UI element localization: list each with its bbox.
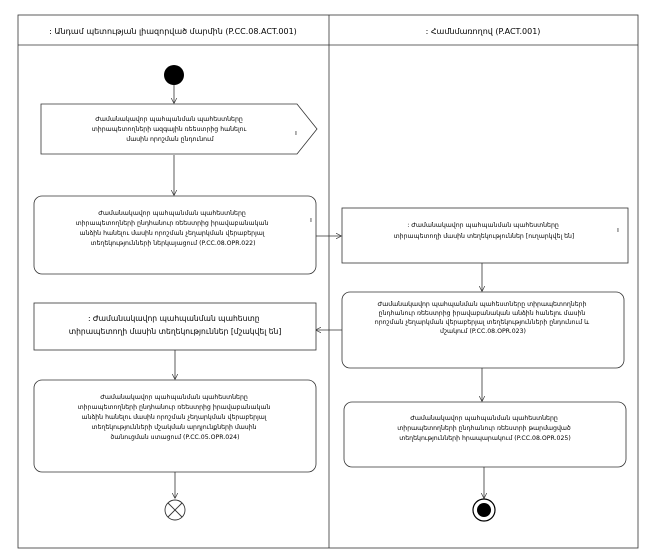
send-signal-action	[40, 103, 318, 155]
left-process-1-tick: ı	[310, 216, 312, 224]
right-process-1	[341, 291, 625, 369]
right-receive-1-tick: ı	[617, 226, 619, 234]
left-process-1	[33, 195, 317, 275]
right-receive-1-label: : Ժամանակավոր պահպանման պահեստները տիրապ…	[394, 222, 575, 240]
left-process-2-label: Ժամանակավոր պահպանման պահեստները տիրապետ…	[78, 394, 273, 441]
left-process-2	[33, 379, 317, 473]
right-process-2-label: Ժամանակավոր պահպանման պահեստները տիրապետ…	[397, 415, 572, 442]
right-process-2	[343, 401, 627, 468]
left-lane-title: : Անդամ պետության լիազորված մարմին (P.CC…	[49, 27, 297, 36]
right-process-1-label: Ժամանակավոր պահպանման պահեստները տիրապետ…	[375, 301, 591, 335]
right-lane-title: : Համնմառողով (P.ACT.001)	[426, 27, 541, 36]
right-receive-1	[341, 207, 629, 264]
initial-node	[164, 65, 184, 85]
send-signal-label: Ժամանակավոր պահպանման պահեստները տիրապետ…	[92, 116, 249, 143]
left-process-1-label: Ժամանակավոր պահպանման պահեստները տիրապետ…	[76, 210, 271, 247]
activity-final-node	[472, 498, 496, 522]
send-signal-tick: ı	[295, 129, 297, 137]
left-receive-1	[33, 302, 317, 351]
swimlane-frame	[17, 14, 639, 549]
left-receive-1-label: : Ժամանակավոր պահպանման պահեստը տիրապետո…	[69, 314, 282, 336]
flow-final-node	[164, 499, 186, 521]
